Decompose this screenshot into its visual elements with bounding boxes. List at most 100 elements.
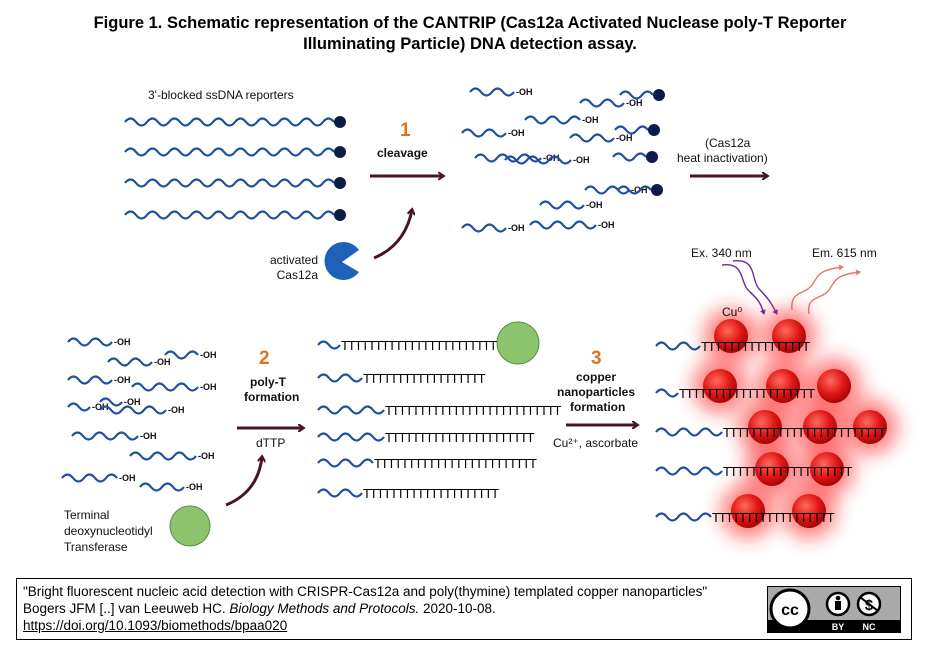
poly-t-tail: TTTTTTTTTTTTTTTTTT: [712, 510, 835, 525]
ssdna-primer: [317, 340, 341, 350]
copper-nanoparticle: [772, 319, 806, 353]
by-label: BY: [832, 622, 845, 632]
citation-journal: Biology Methods and Protocols.: [229, 601, 420, 616]
hydroxyl-label: -OH: [582, 115, 599, 125]
citation-doi-link[interactable]: https://doi.org/10.1093/biomethods/bpaa0…: [23, 618, 288, 633]
quencher-block-icon: [334, 116, 346, 128]
title-line-1: Figure 1. Schematic representation of th…: [93, 14, 847, 32]
hydroxyl-label: -OH: [516, 87, 533, 97]
hydroxyl-label: -OH: [92, 402, 109, 412]
poly-t-tail: TTTTTTTTTTTTTTTTTTT: [723, 464, 852, 479]
ssdna-primer: [317, 458, 374, 468]
nc-label: NC: [863, 622, 876, 632]
cc-by-nc-license-badge[interactable]: cc $ BY NC: [767, 586, 901, 633]
dttp-label: dTTP: [256, 436, 285, 450]
cleaved-fragment: [469, 87, 515, 97]
copper-nanoparticle: [755, 452, 789, 486]
formation-label: formation: [244, 390, 299, 404]
tdt-enzyme-icon: [169, 505, 211, 547]
ssdna-primer: [317, 405, 385, 415]
tdt-label-2: deoxynucleotidyl: [64, 524, 153, 538]
formation-label-3: formation: [570, 400, 625, 414]
hydroxyl-label: -OH: [124, 397, 141, 407]
cleaved-fragment: [107, 357, 153, 367]
cleaved-fragment: [504, 155, 572, 165]
hydroxyl-label: -OH: [186, 482, 203, 492]
heat-label-1: (Cas12a: [705, 136, 751, 150]
tdt-enzyme-bound-icon: [496, 321, 540, 365]
cc-icon: [769, 588, 811, 630]
ssdna-primer: [655, 512, 712, 522]
copper-nanoparticle: [703, 369, 737, 403]
cleaved-fragment: [579, 98, 625, 108]
ascorbate-label: Cu²⁺, ascorbate: [553, 436, 638, 450]
poly-t-tail: TTTTTTTTTTTTTTTT: [701, 339, 810, 354]
hydroxyl-label: -OH: [586, 200, 603, 210]
poly-t-tail: TTTTTTTTTTTTTTTTTTTTTTTTTT: [385, 403, 562, 418]
hydroxyl-label: -OH: [119, 473, 136, 483]
cas12a-label: Cas12a: [277, 268, 319, 282]
cc-text: cc: [781, 602, 799, 619]
cleaved-fragment: [529, 220, 597, 230]
cleaved-fragment: [461, 223, 507, 233]
copper-nanoparticle: [731, 494, 765, 528]
blocked-fragment: [617, 185, 652, 195]
tdt-label-3: Transferase: [64, 540, 128, 554]
hydroxyl-label: -OH: [626, 98, 643, 108]
ssdna-primer: [317, 488, 363, 498]
cleaved-fragment: [61, 473, 118, 483]
hydroxyl-label: -OH: [154, 357, 171, 367]
dna-strands-layer: -OH-OH-OH-OH-OH-OH-OH-OH-OH-OH-OH-OH-OH-…: [61, 87, 887, 525]
blocked-reporter-strand: [124, 117, 335, 127]
step-2-number: 2: [259, 348, 270, 369]
poly-t-tail: TTTTTTTTTTTTTTTTTTTTTT: [385, 430, 535, 445]
cas12a-curved-arrow: [373, 210, 412, 260]
copper-nanoparticle: [714, 319, 748, 353]
quencher-block-icon: [334, 177, 346, 189]
hydroxyl-label: -OH: [140, 431, 157, 441]
blocked-reporter-strand: [124, 147, 335, 157]
cu0-label: Cu⁰: [722, 305, 742, 319]
emission-wave-2: [808, 269, 861, 315]
copper-nanoparticle: [853, 410, 887, 444]
citation-authors: Bogers JFM [..] van Leeuweb HC.: [23, 601, 230, 616]
ssdna-primer: [317, 432, 385, 442]
nanoparticles-label: nanoparticles: [557, 385, 635, 399]
copper-nanoparticle: [810, 452, 844, 486]
cleaved-fragment: [461, 128, 507, 138]
ssdna-primer: [655, 427, 723, 437]
cleaved-fragment: [131, 382, 199, 392]
cleaved-fragment: [99, 405, 167, 415]
hydroxyl-label: -OH: [508, 128, 525, 138]
quencher-block-icon: [646, 151, 658, 163]
cleaved-fragment: [99, 397, 123, 407]
title-line-2: Illuminating Particle) DNA detection ass…: [303, 35, 637, 53]
figure-title: Figure 1. Schematic representation of th…: [0, 13, 940, 55]
reporters-label: 3'-blocked ssDNA reporters: [148, 88, 294, 102]
poly-t-label: poly-T: [250, 375, 287, 389]
assay-diagram: 3'-blocked ssDNA reporters 1 cleavage ac…: [61, 87, 898, 554]
cleaved-fragment: [67, 375, 113, 385]
blocked-fragment: [619, 90, 654, 100]
cleaved-fragment: [569, 133, 615, 143]
copper-nanoparticle: [817, 369, 851, 403]
quencher-block-icon: [334, 146, 346, 158]
hydroxyl-label: -OH: [198, 451, 215, 461]
hydroxyl-label: -OH: [114, 337, 131, 347]
poly-t-tail: TTTTTTTTTTTTTTTTTTTT: [679, 386, 815, 401]
poly-t-tail: TTTTTTTTTTTTTTTTTTTT: [363, 486, 499, 501]
excitation-wave-2: [732, 260, 778, 315]
copper-nanoparticle: [748, 410, 782, 444]
citation-title: "Bright fluorescent nucleic acid detecti…: [23, 584, 708, 599]
copper-nanoparticle: [766, 369, 800, 403]
ssdna-primer: [317, 373, 363, 383]
tdt-curved-arrow: [225, 457, 262, 507]
quencher-block-icon: [648, 124, 660, 136]
tdt-label-1: Terminal: [64, 508, 109, 522]
poly-t-tail: TTTTTTTTTTTTTTTTTTTTTTTT: [723, 425, 886, 440]
cleavage-label: cleavage: [377, 146, 428, 160]
quencher-block-icon: [651, 184, 663, 196]
poly-t-tail: TTTTTTTTTTTTTTTTTTTTTTTT: [374, 456, 537, 471]
blocked-reporter-strand: [124, 210, 335, 220]
ssdna-primer: [655, 341, 701, 351]
